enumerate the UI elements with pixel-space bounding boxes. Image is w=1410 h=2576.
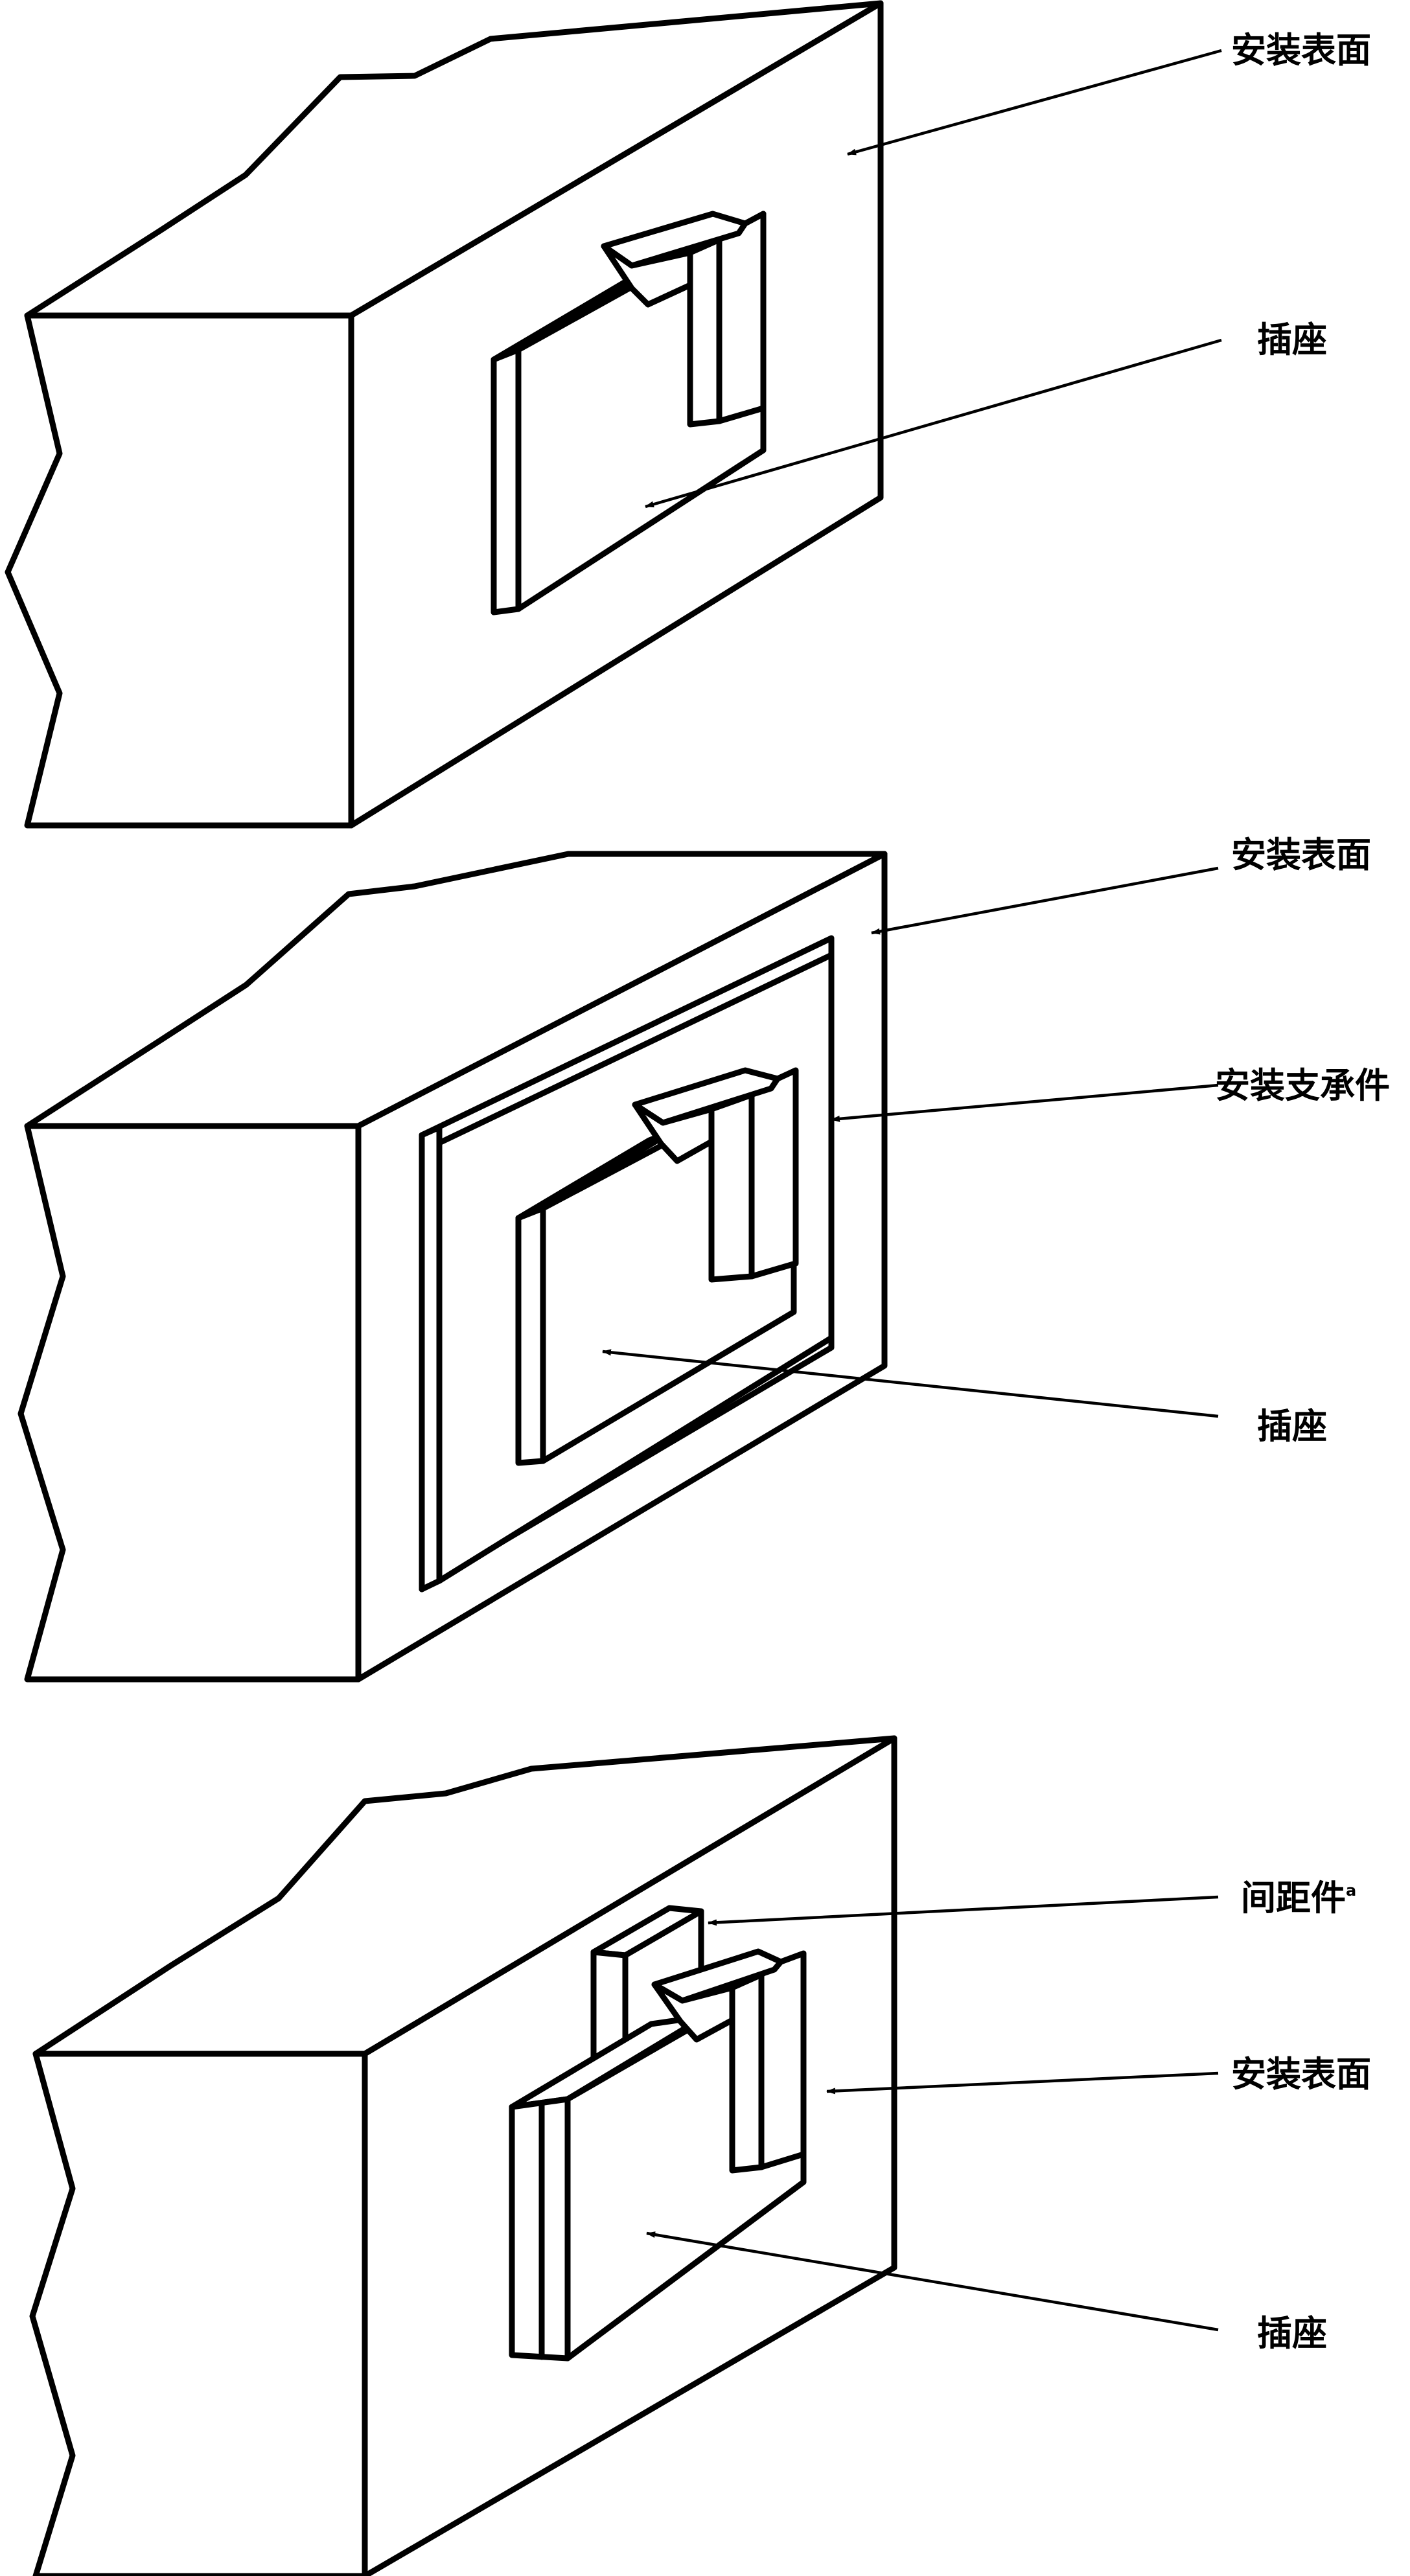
- label-bracket-2: 安装支承件: [1215, 1065, 1390, 1106]
- block-left-face: [29, 2051, 368, 2576]
- label-spacer-text: 间距件: [1241, 1878, 1346, 1918]
- socket-latch-back: [716, 211, 767, 424]
- socket-latch-back: [758, 1950, 807, 2170]
- leader-socket-3: [646, 2231, 1219, 2332]
- leader-spacer-3: [708, 1895, 1219, 1926]
- figure-spacer-mount: 间距件a 安装表面 插座: [29, 1735, 1371, 2576]
- socket-plate-side: [515, 1205, 546, 1466]
- figure-bracket-mount: 安装表面 安装支承件 插座: [17, 834, 1390, 1683]
- label-surface-1: 安装表面: [1231, 30, 1371, 71]
- leader-surface-1: [847, 49, 1222, 156]
- figure-direct-mount: 安装表面 插座: [5, 0, 1371, 829]
- label-surface-2: 安装表面: [1231, 834, 1371, 875]
- leader-socket-1: [645, 338, 1222, 509]
- leader-bracket-2: [831, 1083, 1219, 1122]
- leader-surface-2: [871, 866, 1219, 935]
- label-socket-3: 插座: [1257, 2313, 1327, 2354]
- socket-latch-arm: [632, 1101, 715, 1164]
- block-left-face: [5, 312, 354, 829]
- block-left-face: [17, 1123, 362, 1683]
- socket-latch-back: [748, 1067, 799, 1280]
- socket-latch-arm: [651, 1981, 735, 2043]
- label-surface-3: 安装表面: [1231, 2054, 1371, 2095]
- socket-latch-post: [729, 1972, 765, 2174]
- leader-surface-3: [826, 2071, 1219, 2095]
- label-socket-1: 插座: [1257, 319, 1327, 360]
- socket-plate-side: [491, 347, 522, 615]
- socket-latch-post: [708, 1092, 755, 1283]
- socket: [491, 211, 767, 615]
- label-socket-2: 插座: [1257, 1406, 1327, 1447]
- leader-socket-2: [602, 1349, 1219, 1418]
- socket-latch-arm: [601, 243, 693, 308]
- spacer-footnote-marker: a: [1346, 1881, 1356, 1900]
- bracket-edge: [419, 1124, 443, 1593]
- socket: [509, 1948, 807, 2362]
- socket: [515, 1067, 799, 1466]
- socket-latch-post: [687, 236, 722, 428]
- label-spacer-3: 间距件a: [1241, 1878, 1356, 1918]
